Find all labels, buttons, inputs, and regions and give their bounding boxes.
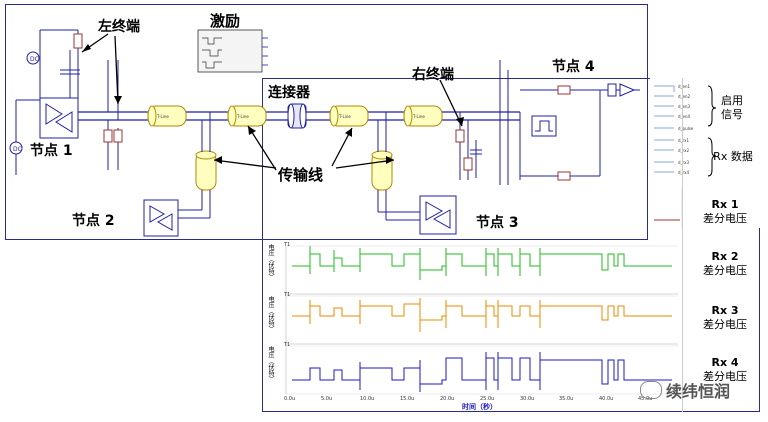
vertical-tline-group xyxy=(195,150,393,191)
annotation-arrows xyxy=(81,33,463,171)
wechat-icon xyxy=(640,381,662,399)
node2-label: 节点 2 xyxy=(72,213,115,229)
node3-transceiver-icon xyxy=(419,195,457,235)
transmission-line-label: 传输线 xyxy=(278,166,324,184)
rx2-trace xyxy=(292,253,672,271)
left-termination xyxy=(15,29,119,175)
signal-name-2: d_en3 xyxy=(678,104,691,109)
x-tick-5: 25.0u xyxy=(480,396,495,402)
voltage-source-icon xyxy=(9,51,40,155)
x-tick-4: 20.0u xyxy=(440,396,455,402)
tline-label-3: T-Line xyxy=(339,114,351,119)
connector-icon xyxy=(287,103,307,129)
signal-name-1: d_en2 xyxy=(678,94,691,99)
node2-transceiver-icon xyxy=(143,199,179,237)
x-tick-9: 45.0u xyxy=(638,396,653,402)
trace-tag-rx2: T1 xyxy=(284,242,291,248)
node1-transceiver-icon xyxy=(39,97,90,139)
waveform-plots xyxy=(285,245,678,395)
signal-name-6: d_rx2 xyxy=(678,148,689,153)
rx-data-label: Rx 数据 xyxy=(713,150,753,163)
signal-name-3: d_en4 xyxy=(678,114,691,119)
trace-tag-rx3: T1 xyxy=(284,292,291,298)
stimulus-block-icon xyxy=(197,29,263,73)
node4-label: 节点 4 xyxy=(552,59,595,75)
signal-name-5: d_rx1 xyxy=(678,138,689,143)
trace-tag-rx4: T1 xyxy=(284,342,291,348)
x-tick-1: 5.0u xyxy=(321,396,333,402)
node4-buffer-icon xyxy=(607,83,636,97)
rx3-trace xyxy=(292,303,672,321)
tline-label-4: T-Line xyxy=(413,114,425,119)
stimulus-label: 激励 xyxy=(210,12,241,30)
left-termination-label: 左终端 xyxy=(98,19,140,35)
x-tick-3: 15.0u xyxy=(400,396,415,402)
connector-label: 连接器 xyxy=(268,85,310,101)
right-termination-label: 右终端 xyxy=(412,67,454,83)
signal-name-4: d_pulse xyxy=(678,126,694,131)
signal-name-8: d_rx4 xyxy=(678,170,689,175)
rx2-label: Rx 2 差分电压 xyxy=(703,250,747,277)
tline-label-2: T-Line xyxy=(237,114,249,119)
watermark: 续纬恒润 xyxy=(640,378,730,402)
waveform-panel-frame xyxy=(262,78,760,412)
panel-divider xyxy=(682,78,683,412)
node3-label: 节点 3 xyxy=(476,215,519,231)
node1-label: 节点 1 xyxy=(30,143,73,159)
rx3-ylabel: 电压（伏特） xyxy=(267,296,274,332)
x-tick-6: 30.0u xyxy=(520,396,535,402)
rx1-label: Rx 1 差分电压 xyxy=(703,198,747,225)
tline-label-1: T-Line xyxy=(157,114,169,119)
digital-signals xyxy=(650,78,760,228)
rx3-label: Rx 3 差分电压 xyxy=(703,304,747,331)
rx4-ylabel: 电压（伏特） xyxy=(267,346,274,382)
left-resistors xyxy=(73,33,123,143)
svg-text:DC: DC xyxy=(30,56,39,63)
schematic-frame xyxy=(5,4,648,240)
x-tick-0: 0.0u xyxy=(284,396,296,402)
pulse-block-icon xyxy=(531,115,557,137)
signal-name-0: d_en1 xyxy=(678,84,691,89)
tline-group xyxy=(147,105,443,127)
signal-name-7: d_rx3 xyxy=(678,160,689,165)
rx4-label: Rx 4 差分电压 xyxy=(703,356,747,383)
svg-text:DC: DC xyxy=(13,146,22,153)
x-tick-8: 40.0u xyxy=(599,396,614,402)
x-tick-7: 35.0u xyxy=(559,396,574,402)
rx2-ylabel: 电压（伏特） xyxy=(267,244,274,280)
x-tick-2: 10.0u xyxy=(360,396,375,402)
x-axis-label: 时间（秒） xyxy=(462,403,497,411)
rx4-trace xyxy=(292,357,672,385)
enable-signal-label: 启用 信号 xyxy=(721,94,743,121)
